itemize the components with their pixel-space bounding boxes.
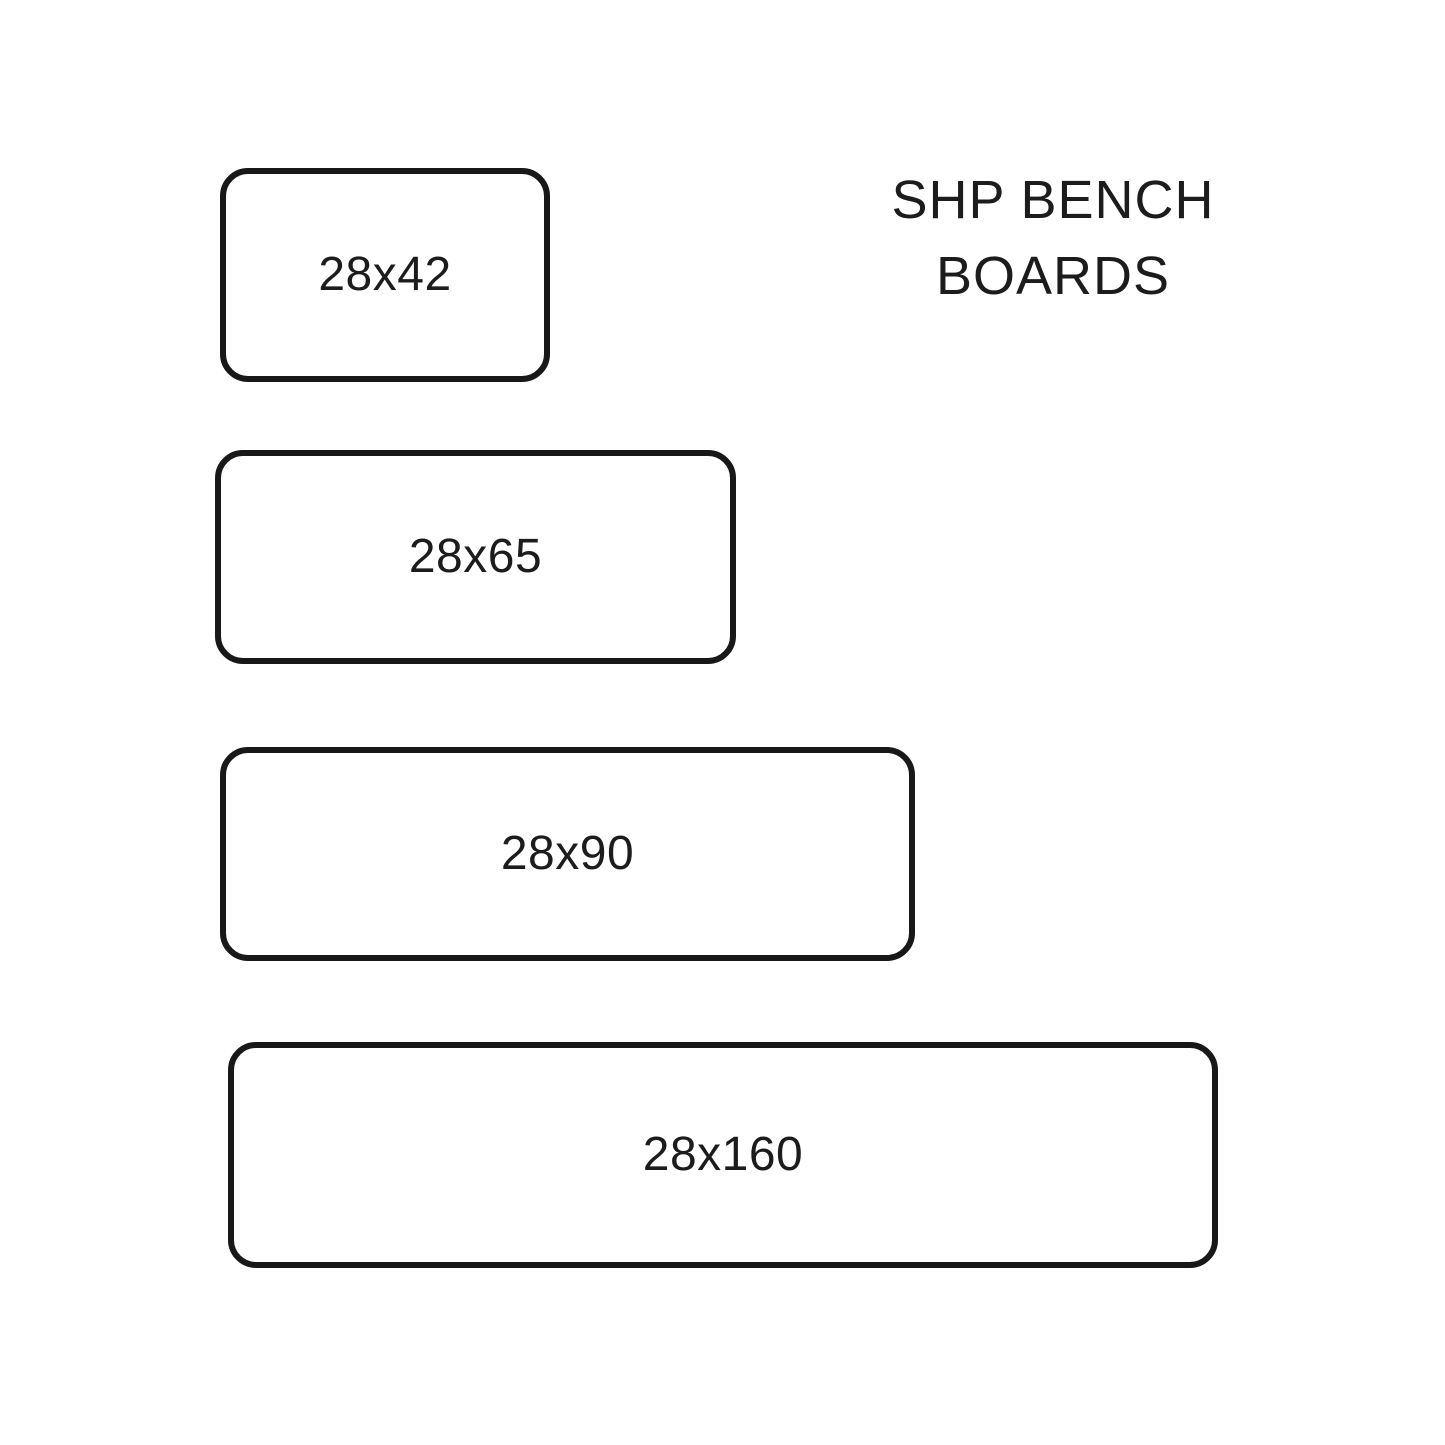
board-size-label: 28x160 xyxy=(642,1128,804,1181)
board-size-label: 28x90 xyxy=(500,827,635,880)
diagram-title-line-2: BOARDS xyxy=(935,246,1171,306)
diagram-title-line-1: SHP BENCH xyxy=(891,170,1215,230)
board-size-label: 28x65 xyxy=(408,530,543,583)
bench-board-28x42: 28x42 xyxy=(220,168,550,382)
bench-board-28x65: 28x65 xyxy=(215,450,736,664)
bench-board-28x160: 28x160 xyxy=(228,1042,1218,1268)
bench-board-28x90: 28x90 xyxy=(220,747,915,961)
board-size-label: 28x42 xyxy=(318,248,452,301)
diagram-title: SHP BENCH BOARDS xyxy=(858,162,1248,314)
